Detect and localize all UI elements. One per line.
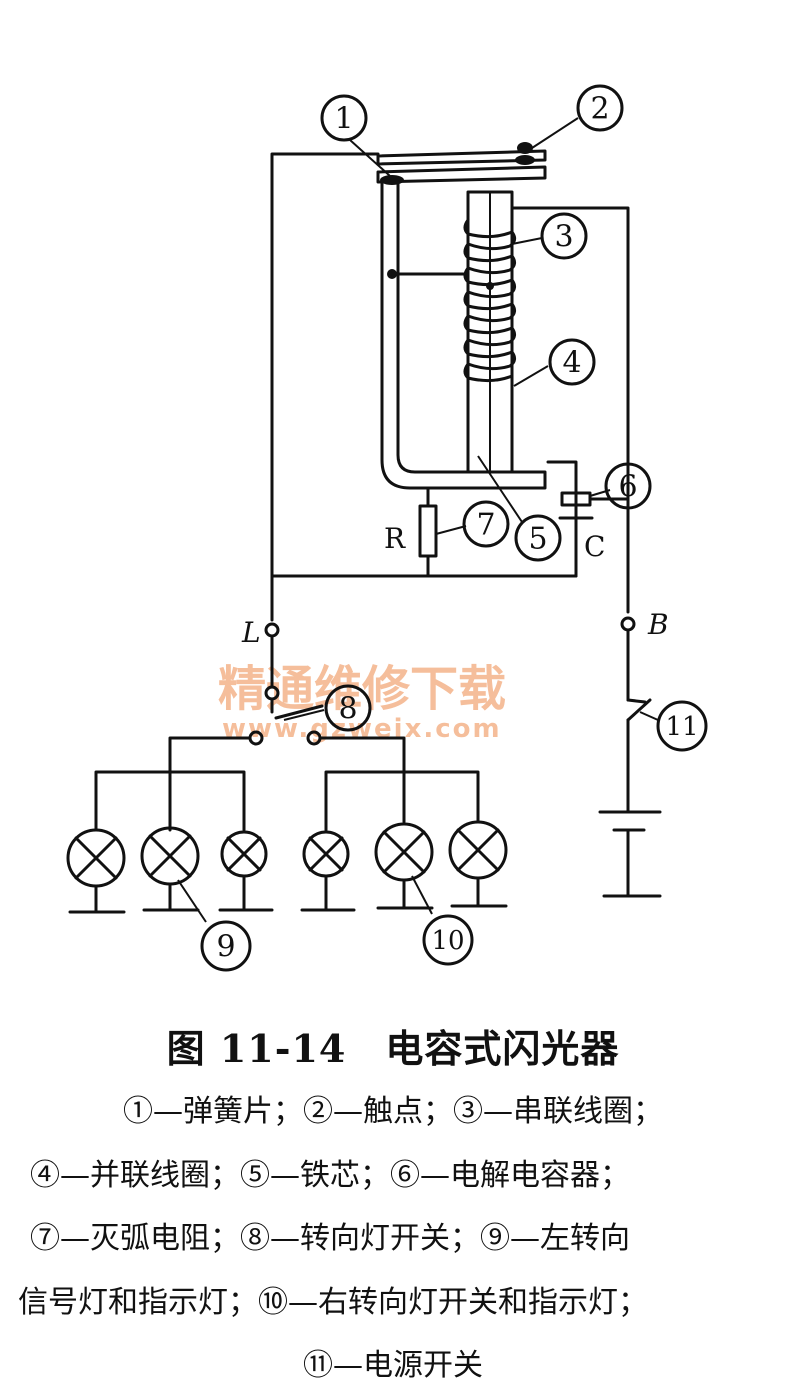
label-B: B xyxy=(647,608,669,641)
coil-windings xyxy=(463,218,517,383)
svg-text:10: 10 xyxy=(431,926,464,956)
terminal-L xyxy=(264,622,280,638)
circuit-diagram: 精通维修下载 www.gzweix.com xyxy=(66,84,708,972)
power-switch xyxy=(626,698,652,762)
lamp-icon xyxy=(140,826,200,912)
marker-6: 6 xyxy=(604,462,652,510)
legend-line-4: 信号灯和指示灯；⑩—右转向灯开关和指示灯； xyxy=(18,1285,648,1320)
svg-text:7: 7 xyxy=(476,508,495,543)
right-lamps xyxy=(300,820,508,912)
marker-1: 1 xyxy=(320,94,368,142)
battery xyxy=(598,758,662,898)
lamp-icon xyxy=(374,822,434,910)
label-R: R xyxy=(384,522,406,555)
resistor-R xyxy=(418,486,438,578)
marker-7: 7 xyxy=(462,500,510,548)
marker-2: 2 xyxy=(576,84,624,132)
marker-5: 5 xyxy=(514,514,562,562)
svg-text:11: 11 xyxy=(665,712,698,742)
watermark-chinese: 精通维修下载 xyxy=(218,661,506,717)
figure-caption: 图 11-14 电容式闪光器 xyxy=(166,1026,620,1071)
legend-line-3: ⑦—灭弧电阻；⑧—转向灯开关；⑨—左转向 xyxy=(30,1221,630,1256)
svg-text:8: 8 xyxy=(338,692,357,727)
lamp-icon xyxy=(66,828,126,914)
marker-8: 8 xyxy=(324,684,372,732)
marker-4: 4 xyxy=(548,338,596,386)
legend-line-1: ①—弹簧片；②—触点；③—串联线圈； xyxy=(123,1094,663,1129)
marker-10: 10 xyxy=(422,914,474,966)
label-C: C xyxy=(584,530,605,563)
armature-frame xyxy=(380,180,547,490)
lamp-icon xyxy=(218,830,274,912)
marker-9: 9 xyxy=(200,920,252,972)
svg-text:4: 4 xyxy=(562,346,581,381)
marker-3: 3 xyxy=(540,212,588,260)
legend-line-5: ⑪—电源开关 xyxy=(303,1348,483,1383)
marker-11: 11 xyxy=(656,700,708,752)
svg-text:6: 6 xyxy=(618,470,637,505)
leader-lines xyxy=(177,117,659,923)
svg-text:3: 3 xyxy=(554,220,573,255)
spring-plate xyxy=(376,149,547,184)
svg-text:9: 9 xyxy=(216,930,235,965)
lamp-icon xyxy=(448,820,508,908)
svg-text:1: 1 xyxy=(334,102,353,137)
left-lamps xyxy=(66,826,274,914)
legend-line-2: ④—并联线圈；⑤—铁芯；⑥—电解电容器； xyxy=(30,1158,630,1193)
watermark: 精通维修下载 www.gzweix.com xyxy=(218,661,506,744)
wiring xyxy=(94,152,662,898)
relay-assembly xyxy=(376,142,547,490)
lamp-icon xyxy=(300,830,356,912)
terminal-B xyxy=(620,616,636,632)
label-L: L xyxy=(241,616,261,649)
svg-text:2: 2 xyxy=(590,92,609,127)
turn-signal-switch xyxy=(168,697,406,832)
svg-text:5: 5 xyxy=(528,522,547,557)
